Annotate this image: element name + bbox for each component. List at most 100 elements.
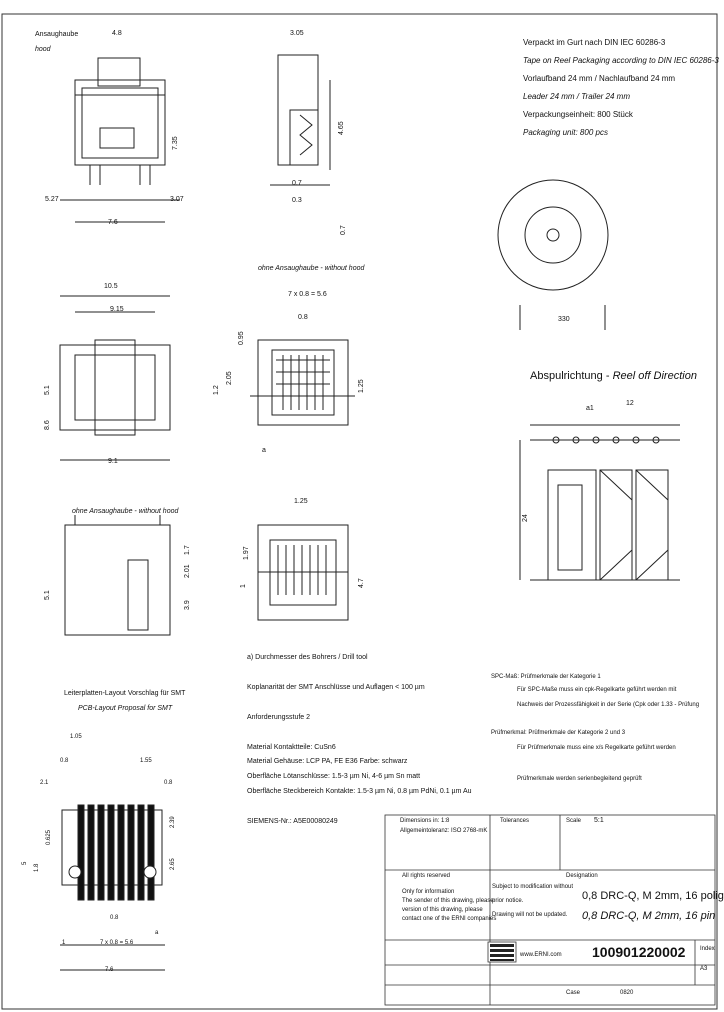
tb-rev-label: Index [700, 946, 715, 952]
reel [497, 179, 609, 330]
tb-tol: Tolerances [500, 818, 530, 824]
tb-case-label: Case [566, 990, 581, 996]
top-view-no-hood [250, 339, 355, 426]
spc-l3: Prüfmerkmal: Prüfmerkmale der Kategorie … [491, 730, 626, 736]
pcb-d155: 1.55 [140, 758, 152, 764]
note-siemens: SIEMENS-Nr.: A5E00080249 [247, 818, 338, 825]
dim-735: 7.35 [172, 136, 179, 150]
dim-527: 5.27 [45, 196, 59, 203]
hood-label-de: Ansaughaube [35, 31, 79, 38]
mid-d56: 7 x 0.8 = 5.6 [288, 291, 327, 298]
tb-subject: Subject to modification without [492, 884, 574, 890]
reel-diameter: 330 [558, 316, 570, 323]
tb-prior: prior notice. [492, 898, 524, 904]
low-d197: 1.97 [243, 546, 250, 560]
dim-307: 3.07 [170, 196, 184, 203]
mid-d105: 10.5 [104, 283, 118, 290]
pack-line-6: Packaging unit: 800 pcs [523, 128, 608, 137]
low-d125: 1.25 [294, 498, 308, 505]
low-d47: 4.7 [358, 578, 365, 588]
mid-d205: 2.05 [226, 371, 233, 385]
tb-only-info: Only for information [402, 889, 455, 895]
erni-logo [490, 944, 514, 961]
pack-line-1: Verpackt im Gurt nach DIN IEC 60286-3 [523, 38, 666, 47]
spc-title: SPC-Maß: Prüfmerkmale der Kategorie 1 [491, 674, 601, 680]
pcb-d76: 7.6 [105, 967, 114, 973]
mid-d86: 8.6 [44, 420, 51, 430]
no-hood-label-1: ohne Ansaughaube - without hood [258, 265, 365, 272]
direction-en: Reel off Direction [612, 370, 697, 382]
pcb-da: a [155, 930, 159, 936]
mid-d125: 1.25 [358, 379, 365, 393]
tb-gentol: Allgemeintoleranz: ISO 2768-mK [400, 828, 488, 834]
tb-name-en: 0,8 DRC-Q, M 2mm, 16 pin [582, 910, 716, 922]
dim-305: 3.05 [290, 30, 304, 37]
dim-07b: 0.7 [340, 225, 347, 235]
pcb-d08b: 0.8 [164, 780, 173, 786]
pcb-d5: 5 [22, 861, 28, 865]
tape-width: 24 [522, 514, 529, 522]
dim-48: 4.8 [112, 30, 122, 37]
note-surface2: Oberfläche Steckbereich Kontakte: 1.5-3 … [247, 788, 472, 795]
pcb-d18: 1.8 [34, 863, 40, 872]
pcb-title-de: Leiterplatten-Layout Vorschlag für SMT [64, 690, 186, 697]
dim-07: 0.7 [292, 180, 302, 187]
tb-info3: version of this drawing, please [402, 907, 483, 913]
tb-case: 0820 [620, 990, 634, 996]
direction-de: Abspulrichtung [530, 370, 603, 382]
side-view-no-hood [64, 515, 171, 636]
tb-designation-label: Designation [566, 873, 598, 879]
tb-dims: Dimensions in: 1:8 [400, 818, 450, 824]
pcb-d0625: 0.625 [46, 829, 52, 845]
dim-76-top: 7.6 [108, 219, 118, 226]
pcb-layout [60, 804, 165, 971]
pcb-d239: 2.39 [170, 816, 176, 828]
top-view [59, 295, 171, 461]
tb-scale: 5:1 [594, 817, 604, 824]
note-housing: Material Gehäuse: LCP PA, FE E36 Farbe: … [247, 758, 408, 765]
pcb-d1: 1 [62, 940, 66, 946]
dim-03: 0.3 [292, 197, 302, 204]
tb-name-de: 0,8 DRC-Q, M 2mm, 16 polig [582, 890, 724, 902]
tb-drawing-not: Drawing will not be updated. [492, 912, 568, 918]
pcb-d265: 2.65 [170, 858, 176, 870]
spc-l1: Für SPC-Maße muss ein cpk-Regelkarte gef… [517, 687, 677, 693]
spc-l5: Prüfmerkmale werden serienbegleitend gep… [517, 776, 642, 782]
tb-info2: The sender of this drawing, please [402, 898, 494, 904]
mid-d915: 9.15 [110, 306, 124, 313]
spc-l2: Nachweis der Prozessfähigkeit in der Ser… [517, 702, 700, 708]
pack-line-5: Verpackungseinheit: 800 Stück [523, 110, 633, 119]
note-drill: a) Durchmesser des Bohrers / Drill tool [247, 654, 368, 661]
low-d17: 1.7 [184, 545, 191, 555]
note-surface1: Oberfläche Lötanschlüsse: 1.5-3 µm Ni, 4… [247, 773, 421, 780]
bottom-view [257, 524, 349, 621]
no-hood-label-2: ohne Ansaughaube - without hood [72, 508, 179, 515]
tb-rev: A3 [700, 966, 708, 972]
low-d201: 2.01 [184, 564, 191, 578]
mid-da: a [262, 447, 266, 454]
pcb-d21: 2.1 [40, 780, 49, 786]
tape-view [519, 424, 680, 581]
pcb-title-en: PCB-Layout Proposal for SMT [78, 705, 173, 712]
low-d51: 5.1 [44, 590, 51, 600]
side-view [270, 54, 331, 186]
tb-info4: contact one of the ERNI companies [402, 916, 497, 922]
pack-line-3: Vorlaufband 24 mm / Nachlaufband 24 mm [523, 74, 676, 83]
tb-part-no: 100901220002 [592, 944, 686, 960]
reel-direction-de: Abspulrichtung - Reel off Direction [530, 370, 697, 382]
tape-pitch: 12 [626, 400, 634, 407]
low-d39: 3.9 [184, 600, 191, 610]
spc-l4: Für Prüfmerkmale muss eine x/s Regelkart… [517, 745, 676, 751]
mid-d51: 5.1 [44, 385, 51, 395]
pcb-d105: 1.05 [70, 734, 82, 740]
tape-a1: a1 [586, 405, 594, 412]
pcb-d56: 7 x 0.8 = 5.6 [100, 940, 134, 946]
tb-web: www.ERNI.com [520, 952, 562, 958]
pcb-d08: 0.8 [60, 758, 69, 764]
mid-d08: 0.8 [298, 314, 308, 321]
note-material: Material Kontaktteile: CuSn6 [247, 744, 336, 751]
dim-465: 4.65 [338, 121, 345, 135]
note-req: Anforderungsstufe 2 [247, 714, 311, 721]
tb-scale-label: Scale [566, 818, 582, 824]
